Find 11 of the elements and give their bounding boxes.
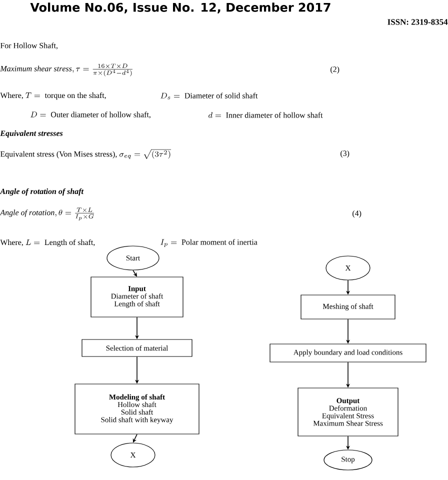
equation: $I_p = \text{ Polar moment of inertia}$ xyxy=(160,239,258,247)
equation: $\text{Equivalent stress (Von Mises stress), } \sigma_{eq} = \sqrt{(3\tau^2)}$ xyxy=(0,149,172,159)
equation: $\text{Where, } L = \text{ Length of shaft,}$ xyxy=(0,239,95,247)
equation: $\mathit{Angle\ of\ rotation}, \theta = \frac{T \times L}{I_p \times G}$ xyxy=(0,208,94,220)
issn-text: ISSN: 2319-8354 xyxy=(388,19,448,25)
equation: $D = \text{ Outer diameter of hollow shaft,}$ xyxy=(30,112,150,118)
header-text: Volume No.06, Issue No. 12, December 2017 xyxy=(30,2,330,14)
equation: $\text{Where, } T = \text{ torque on the shaft,}$ xyxy=(0,92,106,100)
equation: $D_s = \text{ Diameter of solid shaft}$ xyxy=(160,92,258,100)
equation: $d = \text{ Inner diameter of hollow shaft}$ xyxy=(208,112,323,118)
equation: $\mathit{Maximum\ shear\ stress}, \tau = \frac{16 \times T \times D}{\pi \times (D^4 - d^4)}$ xyxy=(0,64,132,76)
